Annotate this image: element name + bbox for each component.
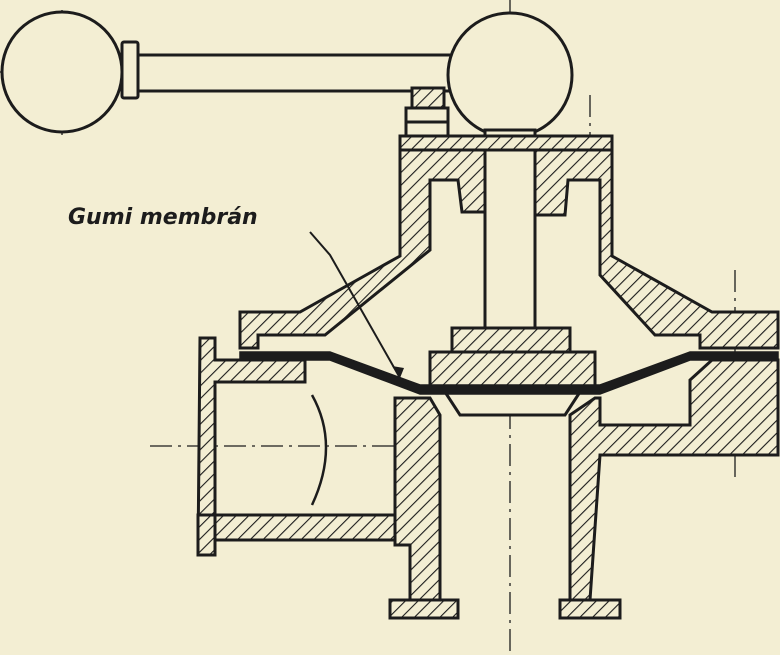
outlet-flange-left [388,598,460,620]
membrane-leader-line [309,231,401,379]
leader-arrowhead [392,366,404,378]
handle-lever-arm [133,53,457,93]
handle-left-knob [0,10,124,134]
membrane-callout: Gumi membrán [68,205,404,379]
handle-assembly [0,10,574,139]
bonnet-right-wall [533,148,780,350]
inlet-bore-curve [310,394,328,506]
handle-lock-nut [410,86,446,110]
handle-spindle-ball [446,11,574,139]
inlet-flange-lower [196,513,217,557]
stem-nut [450,326,572,354]
bonnet-top-cap [398,134,614,152]
inlet-bottom-wall [208,513,412,542]
bonnet-left-wall [238,148,487,350]
plate-bottom-boss [442,390,583,417]
valve-body [196,336,780,620]
membrane-label: Gumi membrán [68,205,258,230]
bonnet [238,134,780,350]
handle-collar [120,40,140,100]
diaphragm-plate [428,326,597,417]
outlet-flange-right [558,598,622,620]
